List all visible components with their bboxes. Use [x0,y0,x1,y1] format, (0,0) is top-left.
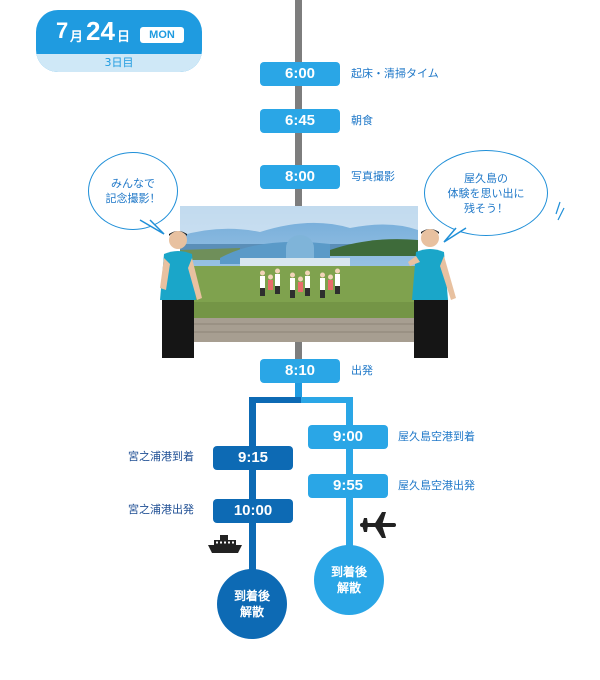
bubble-right-line3: 残そう！ [464,201,508,215]
date-main: 7 月 24 日 MON [36,10,202,52]
time-pill-0955: 9:55 [308,474,388,498]
speech-bubble-right: 屋久島の 体験を思い出に 残そう！ [424,150,548,236]
event-label-airport-arrive: 屋久島空港到着 [398,430,475,443]
branch-right-horizontal [301,397,353,403]
event-label-wakeup: 起床・清掃タイム [351,67,439,80]
event-label-miyanoura-arrive: 宮之浦港到着 [128,450,194,463]
date-month-kanji: 月 [70,29,84,44]
event-label-photo: 写真撮影 [351,170,395,183]
end-right-line2: 解散 [336,581,361,595]
date-month: 7 [56,18,69,43]
teacher-right-figure [408,229,456,358]
date-day-kanji: 日 [117,29,131,44]
bubble-left-tail [139,219,165,235]
speech-bubble-left: みんなで 記念撮影！ [88,152,178,230]
branch-right-line [346,397,353,547]
end-left-line2: 解散 [239,605,264,619]
time-pill-1000: 10:00 [213,499,293,523]
time-pill-0810: 8:10 [260,359,340,383]
event-label-depart: 出発 [351,364,373,377]
airplane-icon [360,512,396,538]
bubble-right-tail [443,227,467,243]
bubble-left-line1: みんなで [111,177,155,190]
date-day: 24 [86,16,115,46]
branch-left-horizontal [249,397,301,403]
end-circle-right: 到着後 解散 [314,545,384,615]
group-photo-scene [180,206,418,342]
date-weekday: MON [140,27,184,43]
teacher-left-figure [160,231,202,358]
group-photo [180,206,418,342]
branch-left-line [249,397,256,575]
end-right-line1: 到着後 [330,565,367,579]
event-label-breakfast: 朝食 [351,114,373,127]
time-pill-0900: 9:00 [308,425,388,449]
bubble-right-line2: 体験を思い出に [447,186,525,200]
bubble-right-line1: 屋久島の [464,171,508,185]
date-badge: 7 月 24 日 MON 3日目 [36,10,202,72]
event-label-miyanoura-depart: 宮之浦港出発 [128,503,194,516]
end-circle-left: 到着後 解散 [217,569,287,639]
ship-icon [208,535,242,553]
time-pill-0645: 6:45 [260,109,340,133]
event-label-airport-depart: 屋久島空港出発 [398,479,475,492]
end-left-line1: 到着後 [233,589,270,603]
bubble-left-line2: 記念撮影！ [105,192,161,205]
time-pill-0800: 8:00 [260,165,340,189]
time-pill-0600: 6:00 [260,62,340,86]
day-count: 3日目 [36,54,202,72]
time-pill-0915: 9:15 [213,446,293,470]
sparkle-lines [555,201,565,221]
